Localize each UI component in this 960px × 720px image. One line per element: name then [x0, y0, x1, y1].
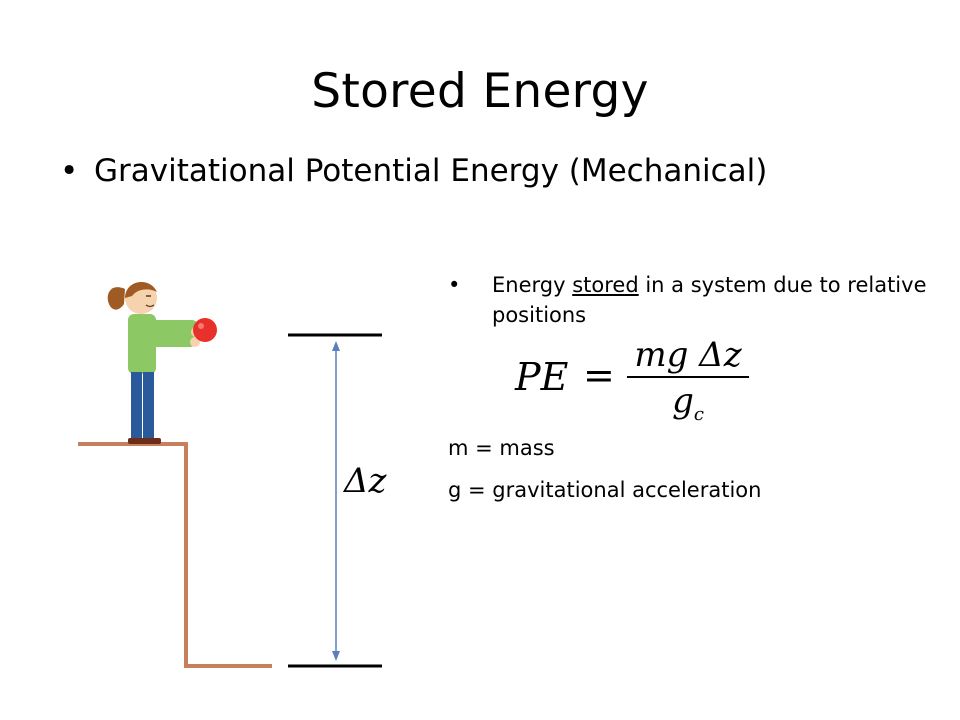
cliff-edge: [78, 442, 272, 668]
red-ball: [193, 318, 217, 342]
pe-formula: PE = mg Δz gc: [515, 335, 775, 430]
fraction-bar: [627, 376, 749, 378]
formula-lhs: PE: [515, 355, 569, 399]
definition-gravity: g = gravitational acceleration: [448, 478, 762, 502]
bullet-dot: •: [60, 153, 79, 189]
denominator-base: g: [672, 381, 694, 421]
bullet-dot: •: [448, 273, 461, 297]
formula-numerator: mg Δz: [634, 335, 742, 375]
bullet-text: Energy stored in a system due to relativ…: [492, 270, 932, 330]
text-post: in a system due to relative positions: [492, 273, 927, 327]
denominator-sub: c: [693, 403, 704, 425]
definition-mass: m = mass: [448, 436, 555, 460]
delta-z-label: Δz: [342, 461, 388, 501]
text-underlined-stored: stored: [572, 273, 639, 297]
text-pre: Energy: [492, 273, 573, 297]
formula-equals: =: [583, 353, 615, 397]
formula-fraction: mg Δz gc: [627, 335, 749, 437]
girl-figure: [107, 281, 201, 444]
bullet-text: Gravitational Potential Energy (Mechanic…: [94, 153, 768, 189]
formula-denominator: gc: [627, 379, 749, 437]
page-title: Stored Energy: [311, 64, 649, 119]
